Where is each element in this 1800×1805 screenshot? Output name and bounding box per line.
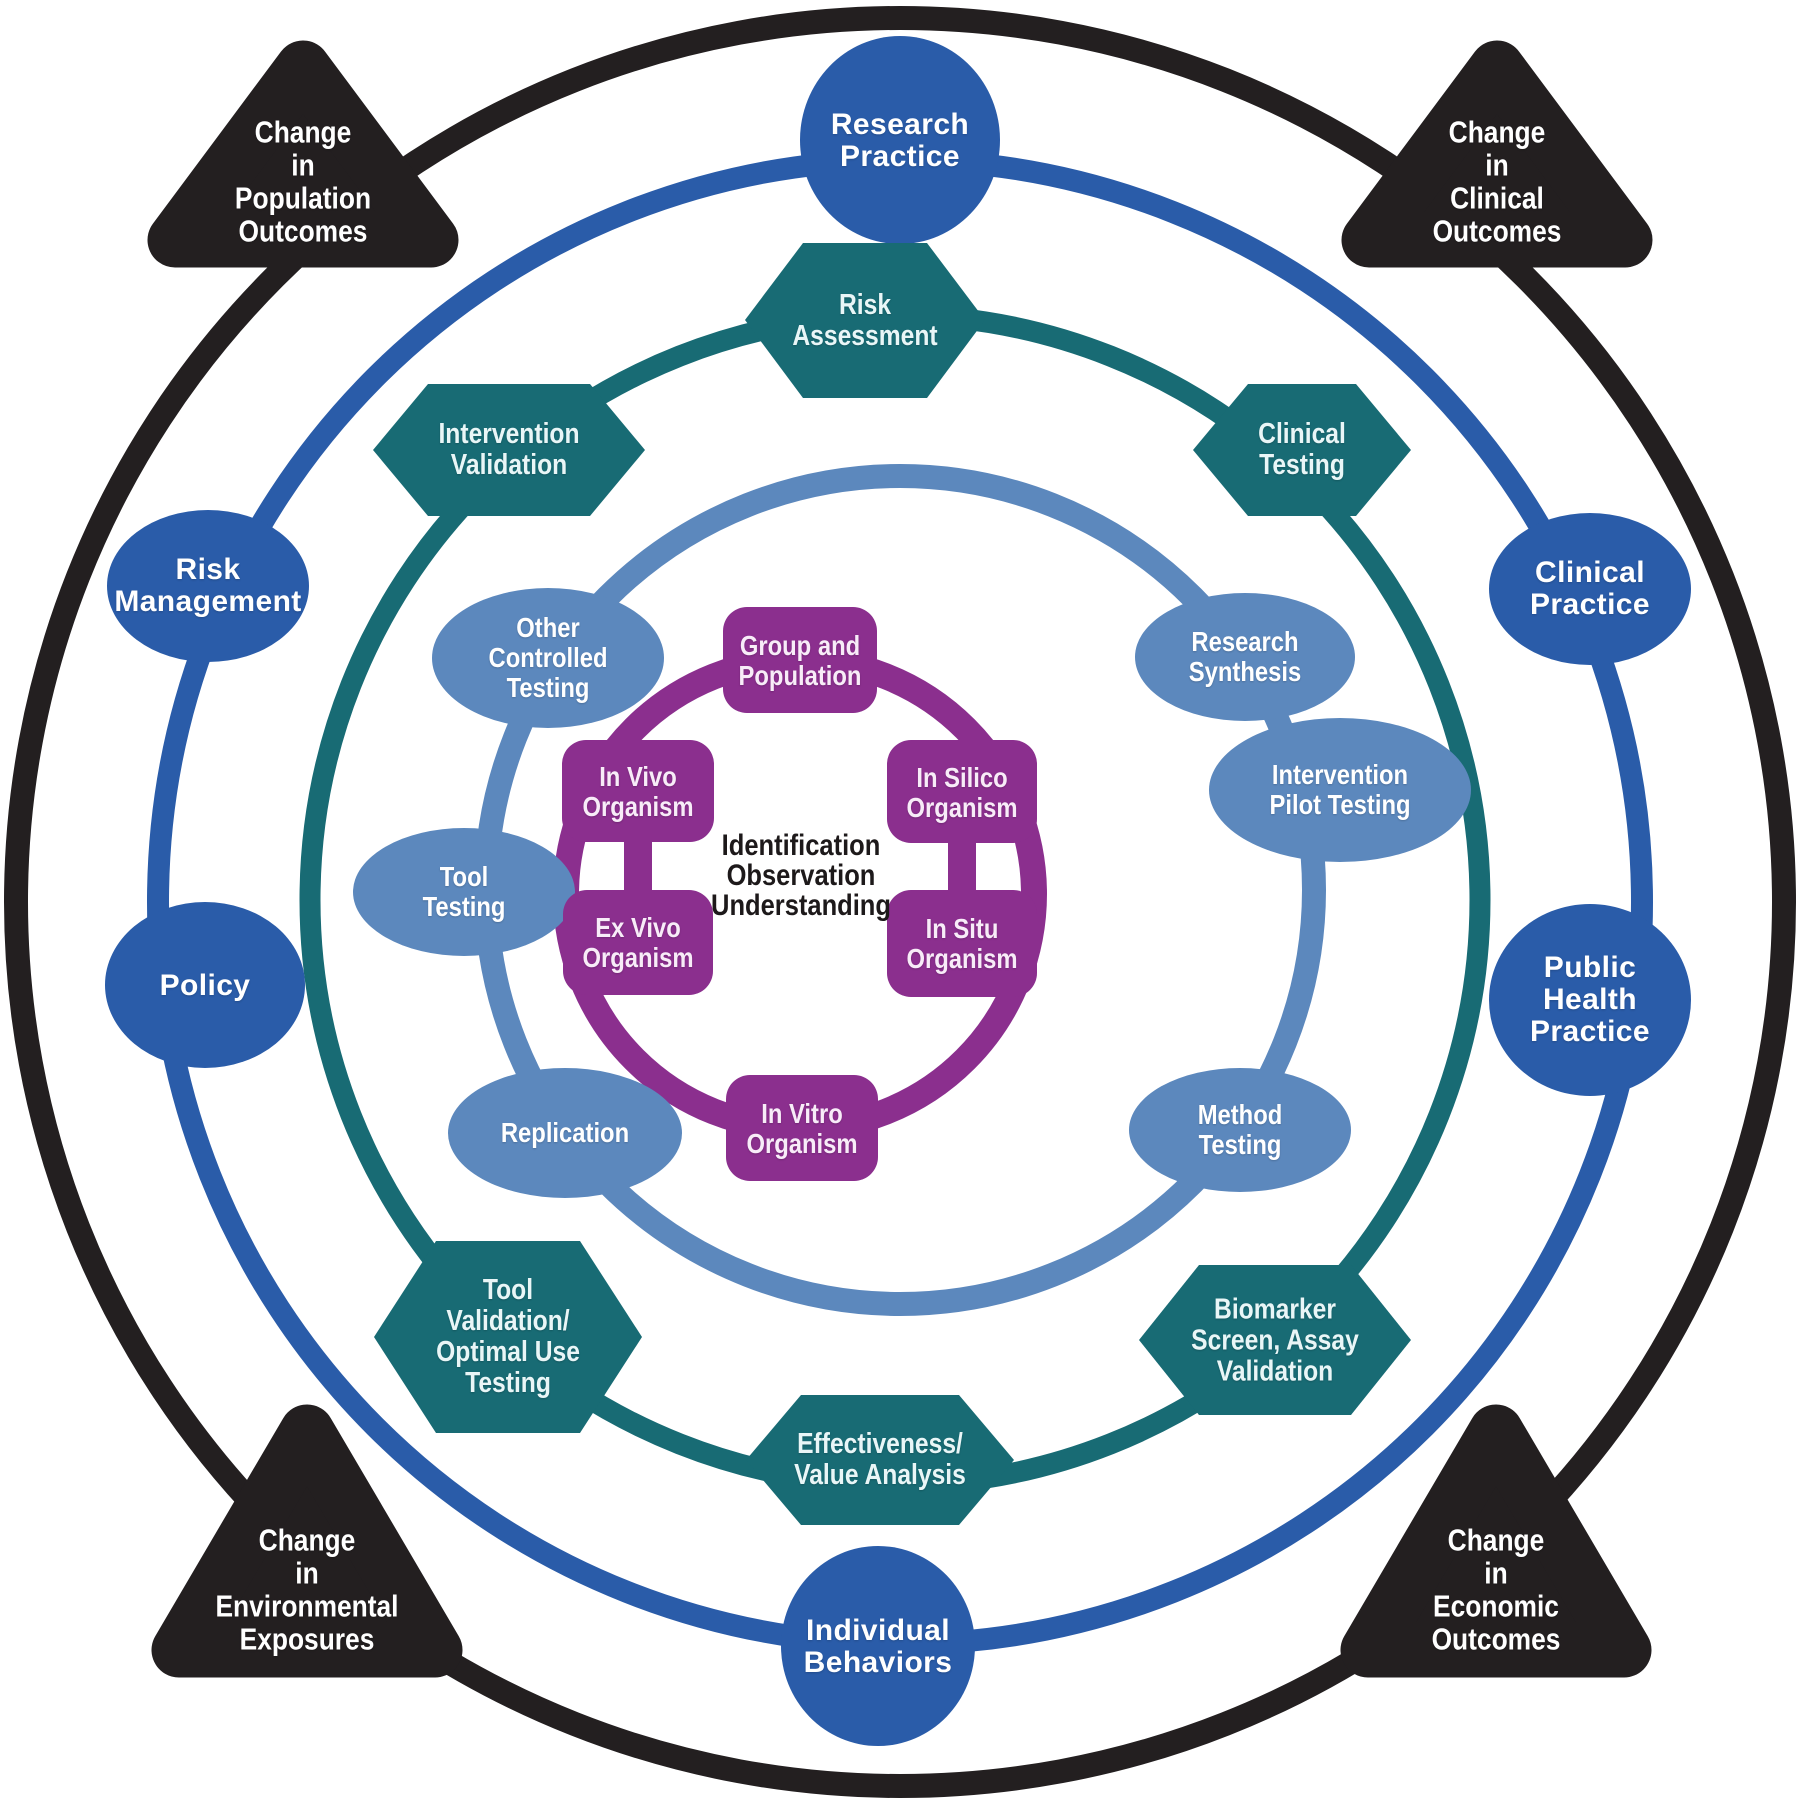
ellipse-research-synthesis [1135,593,1355,721]
rect-in-vivo-organism [562,740,714,842]
label-in-vitro-organism: In Vitro Organism [746,1098,858,1159]
label-risk-assessment: Risk Assessment [792,288,938,352]
rect-in-vitro-organism [726,1075,878,1181]
triangle-label-environmental-exposures: Change in Environmental Exposures [215,1522,399,1658]
hex-intervention-validation [373,384,645,516]
ellipse-tool-testing [353,828,575,956]
center-core-text: Identification Observation Understanding [711,829,891,922]
rect-ex-vivo-organism [563,890,713,995]
ellipse-intervention-pilot-testing [1209,718,1471,862]
label-individual-behaviors: Individual Behaviors [803,1613,953,1679]
label-intervention-validation: Intervention Validation [438,417,580,481]
label-other-controlled-testing: Other Controlled Testing [488,612,608,703]
label-in-situ-organism: In Situ Organism [906,913,1018,974]
hex-tool-validation-optimal-use-testing [374,1241,642,1433]
hex-clinical-testing [1193,384,1411,516]
ellipse-other-controlled-testing [432,588,664,728]
label-policy: Policy [159,968,251,1002]
label-effectiveness-value-analysis: Effectiveness/ Value Analysis [794,1427,966,1491]
rect-group-and-population [723,607,877,713]
rect-in-silico-organism [887,740,1037,843]
label-tool-testing: Tool Testing [422,861,506,922]
label-method-testing: Method Testing [1197,1099,1283,1160]
label-ex-vivo-organism: Ex Vivo Organism [582,912,694,973]
hex-risk-assessment [745,243,985,398]
node-public-health-practice [1489,904,1691,1096]
rect-in-situ-organism [887,890,1037,997]
node-research-practice [800,36,1000,244]
label-biomarker-screen-assay-validation: Biomarker Screen, Assay Validation [1191,1293,1359,1388]
node-risk-management [107,510,309,662]
triangle-change-clinical-outcomes [1341,40,1653,268]
label-in-silico-organism: In Silico Organism [906,762,1018,823]
label-clinical-testing: Clinical Testing [1258,417,1346,481]
label-research-synthesis: Research Synthesis [1188,626,1302,687]
label-group-and-population: Group and Population [738,630,862,691]
label-public-health-practice: Public Health Practice [1530,950,1650,1049]
triangle-label-economic-outcomes: Change in Economic Outcomes [1431,1522,1561,1658]
label-risk-management: Risk Management [114,552,302,618]
label-in-vivo-organism: In Vivo Organism [582,761,694,822]
ellipse-replication [448,1068,682,1198]
triangle-label-population-outcomes: Change in Population Outcomes [234,114,372,250]
node-clinical-practice [1489,513,1691,665]
label-research-practice: Research Practice [830,107,970,173]
label-intervention-pilot-testing: Intervention Pilot Testing [1269,759,1411,820]
triangle-change-economic-outcomes [1340,1404,1652,1678]
hex-effectiveness-value-analysis [746,1395,1014,1525]
node-individual-behaviors [781,1546,975,1746]
triangle-change-environmental-exposures [151,1404,463,1678]
ellipse-method-testing [1129,1068,1351,1192]
ring-outcomes [4,6,1796,1798]
triangle-change-population-outcomes [147,40,459,268]
hex-biomarker-screen-assay-validation [1139,1265,1411,1415]
triangle-label-clinical-outcomes: Change in Clinical Outcomes [1432,114,1562,250]
label-tool-validation-optimal-use-testing: Tool Validation/ Optimal Use Testing [436,1273,580,1400]
label-clinical-practice: Clinical Practice [1530,555,1650,621]
label-replication: Replication [500,1117,630,1149]
node-policy [105,902,305,1068]
